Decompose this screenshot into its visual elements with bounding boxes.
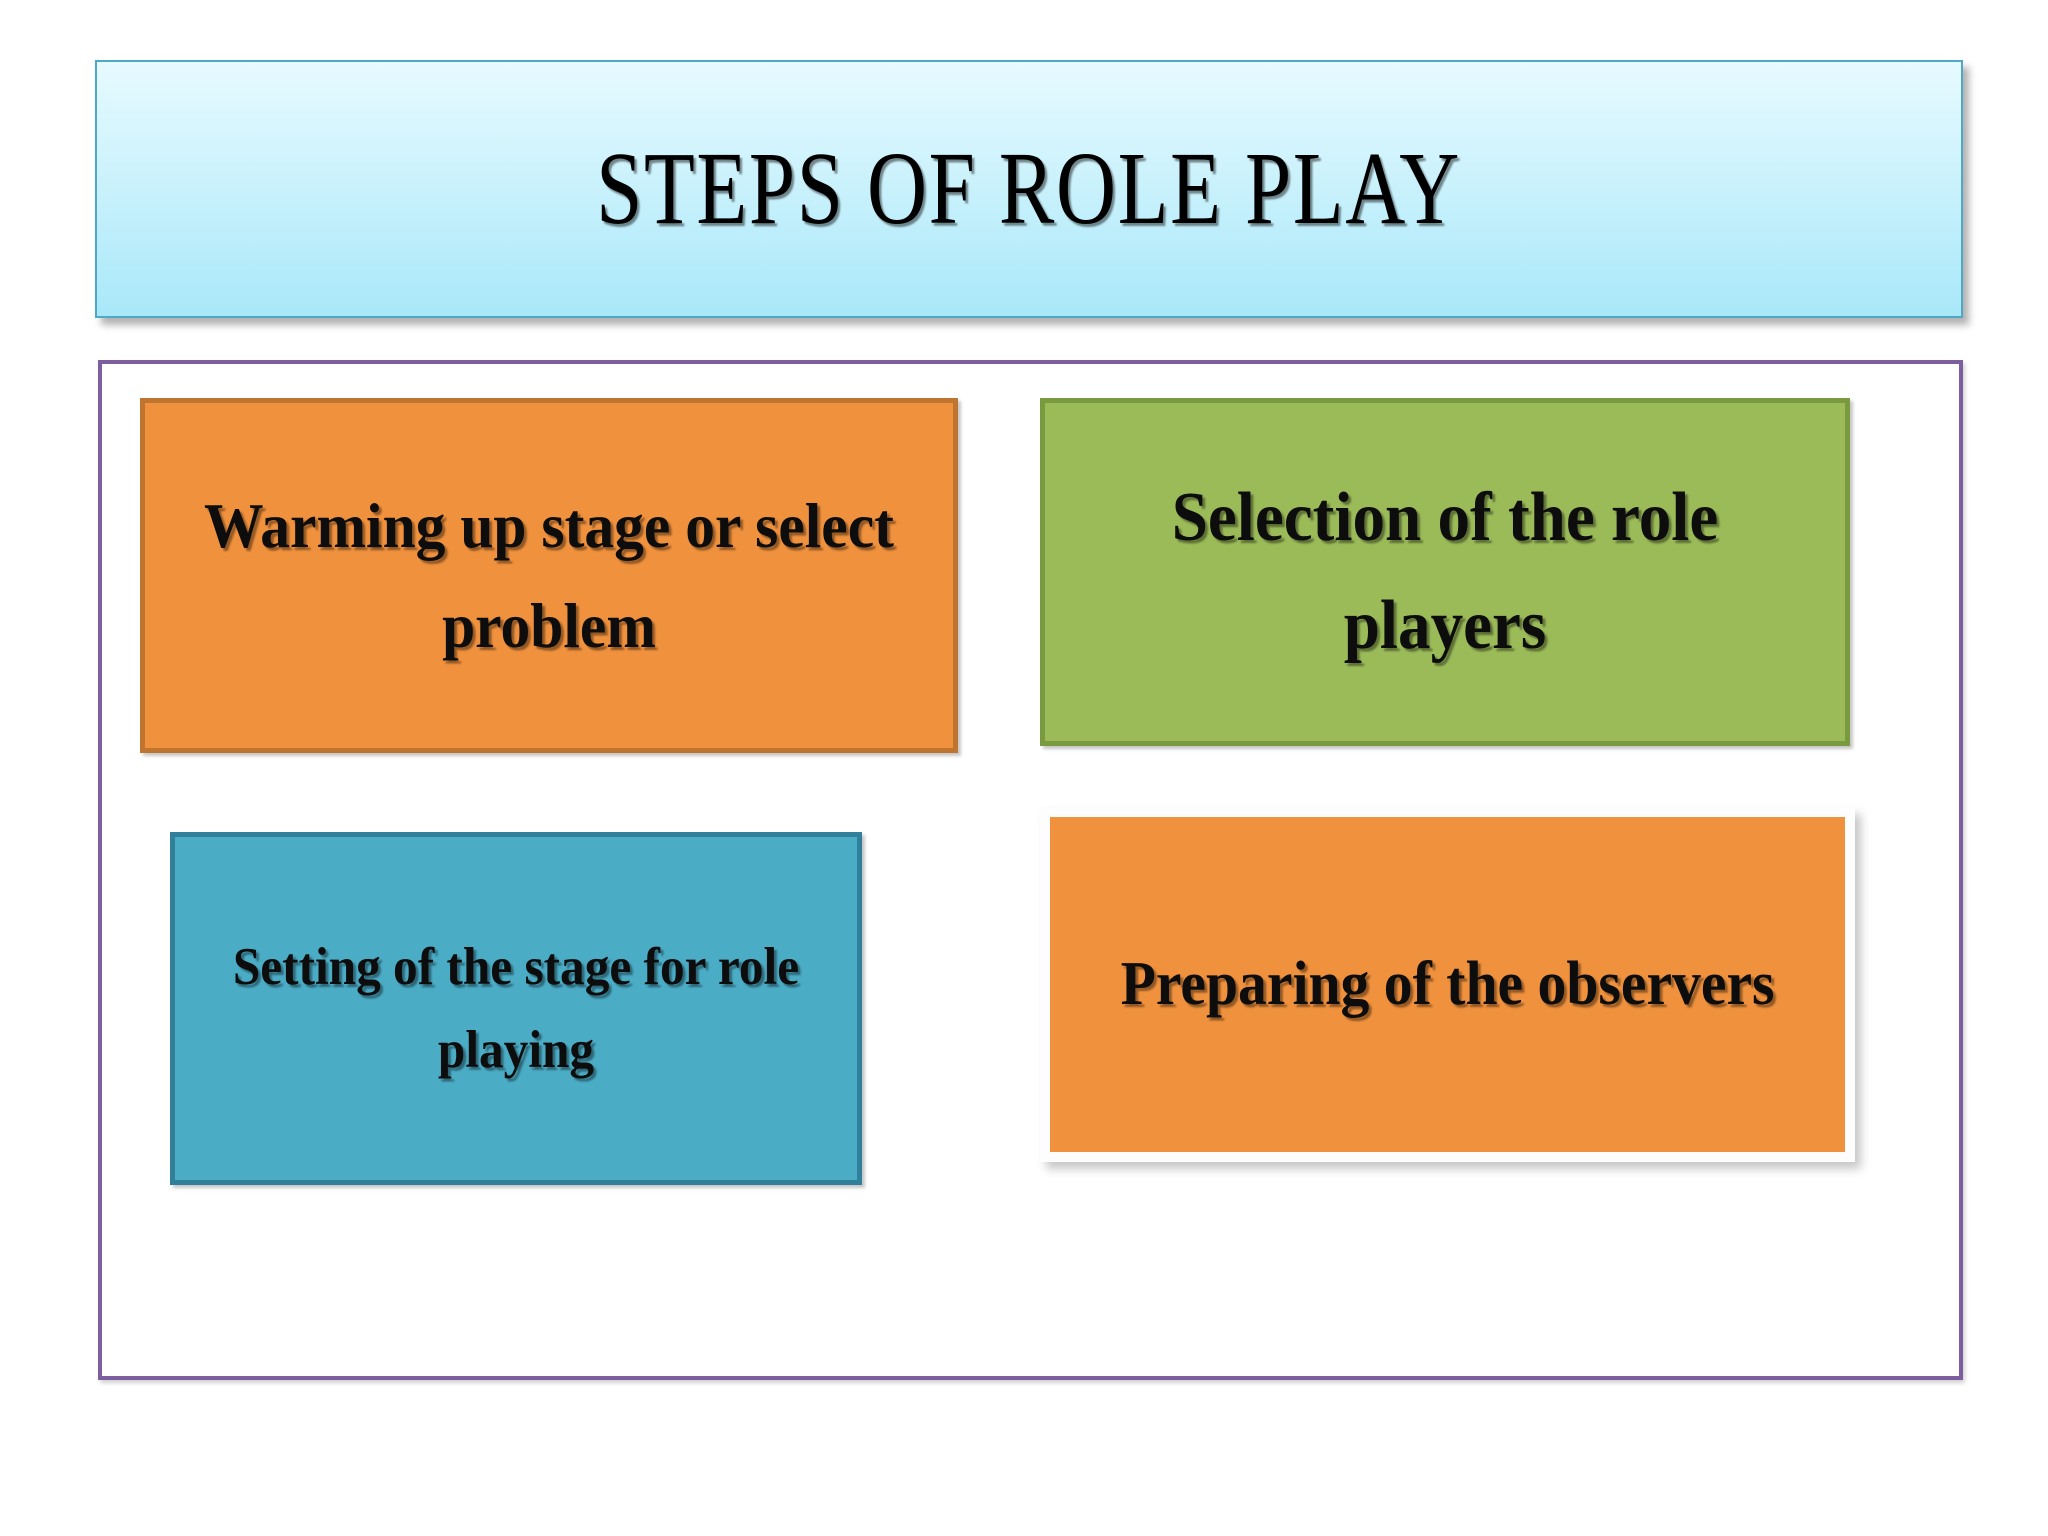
- step-label-setting-of-stage: Setting of the stage for role playing: [232, 938, 800, 1079]
- title-banner: STEPS OF ROLE PLAY: [95, 60, 1963, 318]
- step-box-warming-up[interactable]: Warming up stage or select problem: [140, 398, 958, 753]
- step-box-setting-of-stage[interactable]: Setting of the stage for role playing: [170, 832, 862, 1185]
- step-label-selection-of-role-players: Selection of the role players: [1171, 478, 1719, 665]
- step-box-preparing-observers[interactable]: Preparing of the observers: [1040, 807, 1855, 1162]
- step-label-warming-up: Warming up stage or select problem: [204, 490, 894, 661]
- page-title: STEPS OF ROLE PLAY: [596, 131, 1462, 247]
- step-label-preparing-observers: Preparing of the observers: [1120, 950, 1775, 1019]
- step-box-selection-of-role-players[interactable]: Selection of the role players: [1040, 398, 1850, 746]
